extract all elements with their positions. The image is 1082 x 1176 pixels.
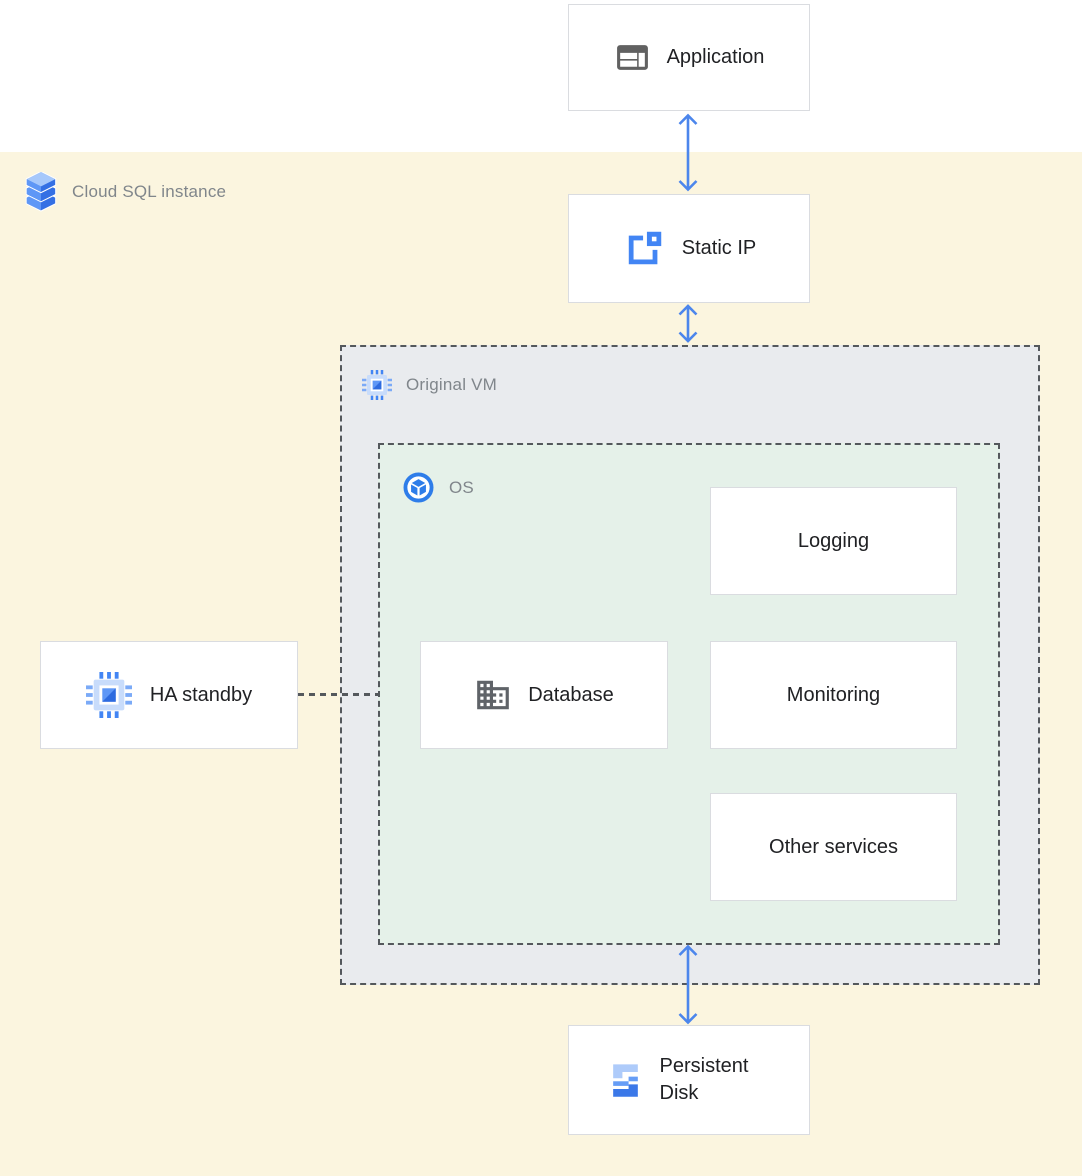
persistent-disk-icon: [607, 1061, 644, 1100]
original-vm-label-row: Original VM: [362, 370, 497, 400]
other-services-label: Other services: [769, 835, 898, 858]
static-ip-icon: [622, 227, 666, 271]
connector-hastandby-os: [298, 693, 378, 696]
persistent-disk-node: Persistent Disk: [568, 1025, 810, 1135]
compute-vm-chip-icon: [362, 370, 392, 400]
database-node: Database: [420, 641, 668, 749]
compute-vm-chip-icon: [85, 672, 132, 718]
other-services-node: Other services: [710, 793, 957, 901]
application-node: Application: [568, 4, 810, 111]
static-ip-label: Static IP: [681, 237, 757, 259]
cloud-sql-legend: Cloud SQL instance: [24, 172, 226, 212]
static-ip-node: Static IP: [568, 194, 810, 303]
database-label: Database: [528, 683, 614, 706]
original-vm-label: Original VM: [406, 375, 498, 394]
monitoring-node: Monitoring: [710, 641, 957, 749]
ha-standby-node: HA standby: [40, 641, 298, 749]
persistent-disk-label: Persistent Disk: [659, 1055, 749, 1104]
logging-node: Logging: [710, 487, 957, 595]
arrow-staticip-vm: [675, 304, 701, 343]
os-label-row: OS: [402, 471, 474, 504]
arrow-application-staticip: [675, 113, 701, 192]
cloud-sql-legend-label: Cloud SQL instance: [72, 182, 227, 201]
logging-label: Logging: [797, 529, 870, 552]
os-label: OS: [449, 477, 474, 497]
application-label: Application: [666, 46, 765, 68]
os-cube-icon: [402, 471, 435, 504]
web-app-icon: [614, 39, 651, 76]
arrow-os-persistentdisk: [675, 944, 701, 1025]
ha-standby-label: HA standby: [149, 683, 253, 706]
monitoring-label: Monitoring: [786, 683, 881, 706]
cloud-sql-icon: [24, 172, 58, 212]
building-icon: [474, 676, 512, 714]
